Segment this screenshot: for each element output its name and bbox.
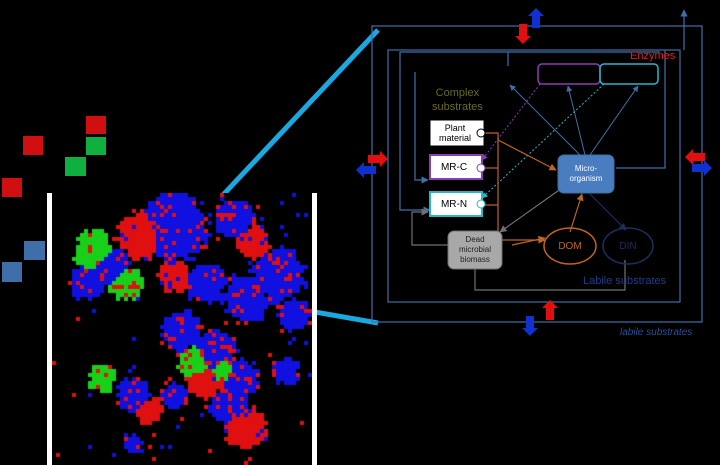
legend-square-blue-2 — [2, 262, 22, 282]
dead-to-mr-line — [411, 208, 448, 246]
legend-square-red-2 — [23, 136, 43, 155]
exchange-arrow-left — [356, 151, 388, 178]
soil-lattice-image — [52, 193, 312, 465]
exchange-arrow-top — [515, 8, 544, 44]
plant-material-box — [429, 119, 485, 147]
micro-to-enzyme-a — [509, 84, 581, 156]
micro-to-enzyme-b — [566, 85, 586, 156]
soil-simulation-panel — [47, 193, 317, 465]
din-loop-line — [474, 260, 626, 291]
microorganism-text: Micro- organism — [569, 164, 603, 183]
dead-biomass-text: Dead microbial biomass — [458, 235, 491, 264]
enzyme-c-to-mrc — [481, 83, 541, 161]
dom-to-micro — [569, 193, 584, 233]
plant-material-text: Plant material — [438, 123, 471, 143]
dead-biomass-box — [447, 230, 503, 270]
legend-square-red-3 — [2, 178, 22, 197]
legend-square-green-1 — [86, 137, 106, 155]
attack-icon-mrc — [476, 163, 486, 173]
enzymes-label: Enzymes — [630, 50, 676, 62]
enzyme-feedback-line — [616, 50, 666, 169]
legend-square-blue-1 — [24, 241, 45, 260]
enzyme-box-n — [599, 63, 659, 85]
legend-square-red-1 — [86, 116, 106, 134]
enzyme-box-c — [537, 63, 601, 85]
mr-n-box — [429, 191, 483, 217]
labile-substrates-label: Labile substrates — [583, 275, 667, 287]
din-text: DIN — [619, 240, 637, 252]
attack-icon-mrn — [476, 199, 486, 209]
substrate-loop-line — [399, 62, 431, 214]
exchange-arrow-right — [685, 149, 712, 176]
substrate-to-micro — [497, 139, 557, 171]
inner-compartment — [387, 49, 681, 303]
dom-pool — [543, 227, 597, 265]
micro-to-dead — [499, 187, 563, 233]
micro-to-enzyme-c — [589, 85, 639, 156]
complex-substrates-label: Complex substrates — [432, 87, 483, 113]
enzyme-top-line — [399, 51, 509, 66]
exchange-arrow-bottom — [522, 300, 558, 336]
attack-icon-plant — [476, 128, 486, 138]
dead-to-dom — [511, 235, 546, 246]
substrate-loop-line-2 — [414, 72, 429, 184]
legend-square-green-2 — [65, 157, 86, 176]
din-pool — [602, 227, 654, 265]
micro-to-din — [589, 193, 627, 231]
mr-c-text: MR-C — [440, 161, 468, 173]
mr-c-box — [429, 154, 483, 180]
microorganism-box — [557, 154, 615, 194]
dom-text: DOM — [558, 240, 582, 252]
labile-substrates-outer-label: labile substrates — [620, 327, 693, 338]
mr-n-text: MR-N — [440, 198, 468, 210]
